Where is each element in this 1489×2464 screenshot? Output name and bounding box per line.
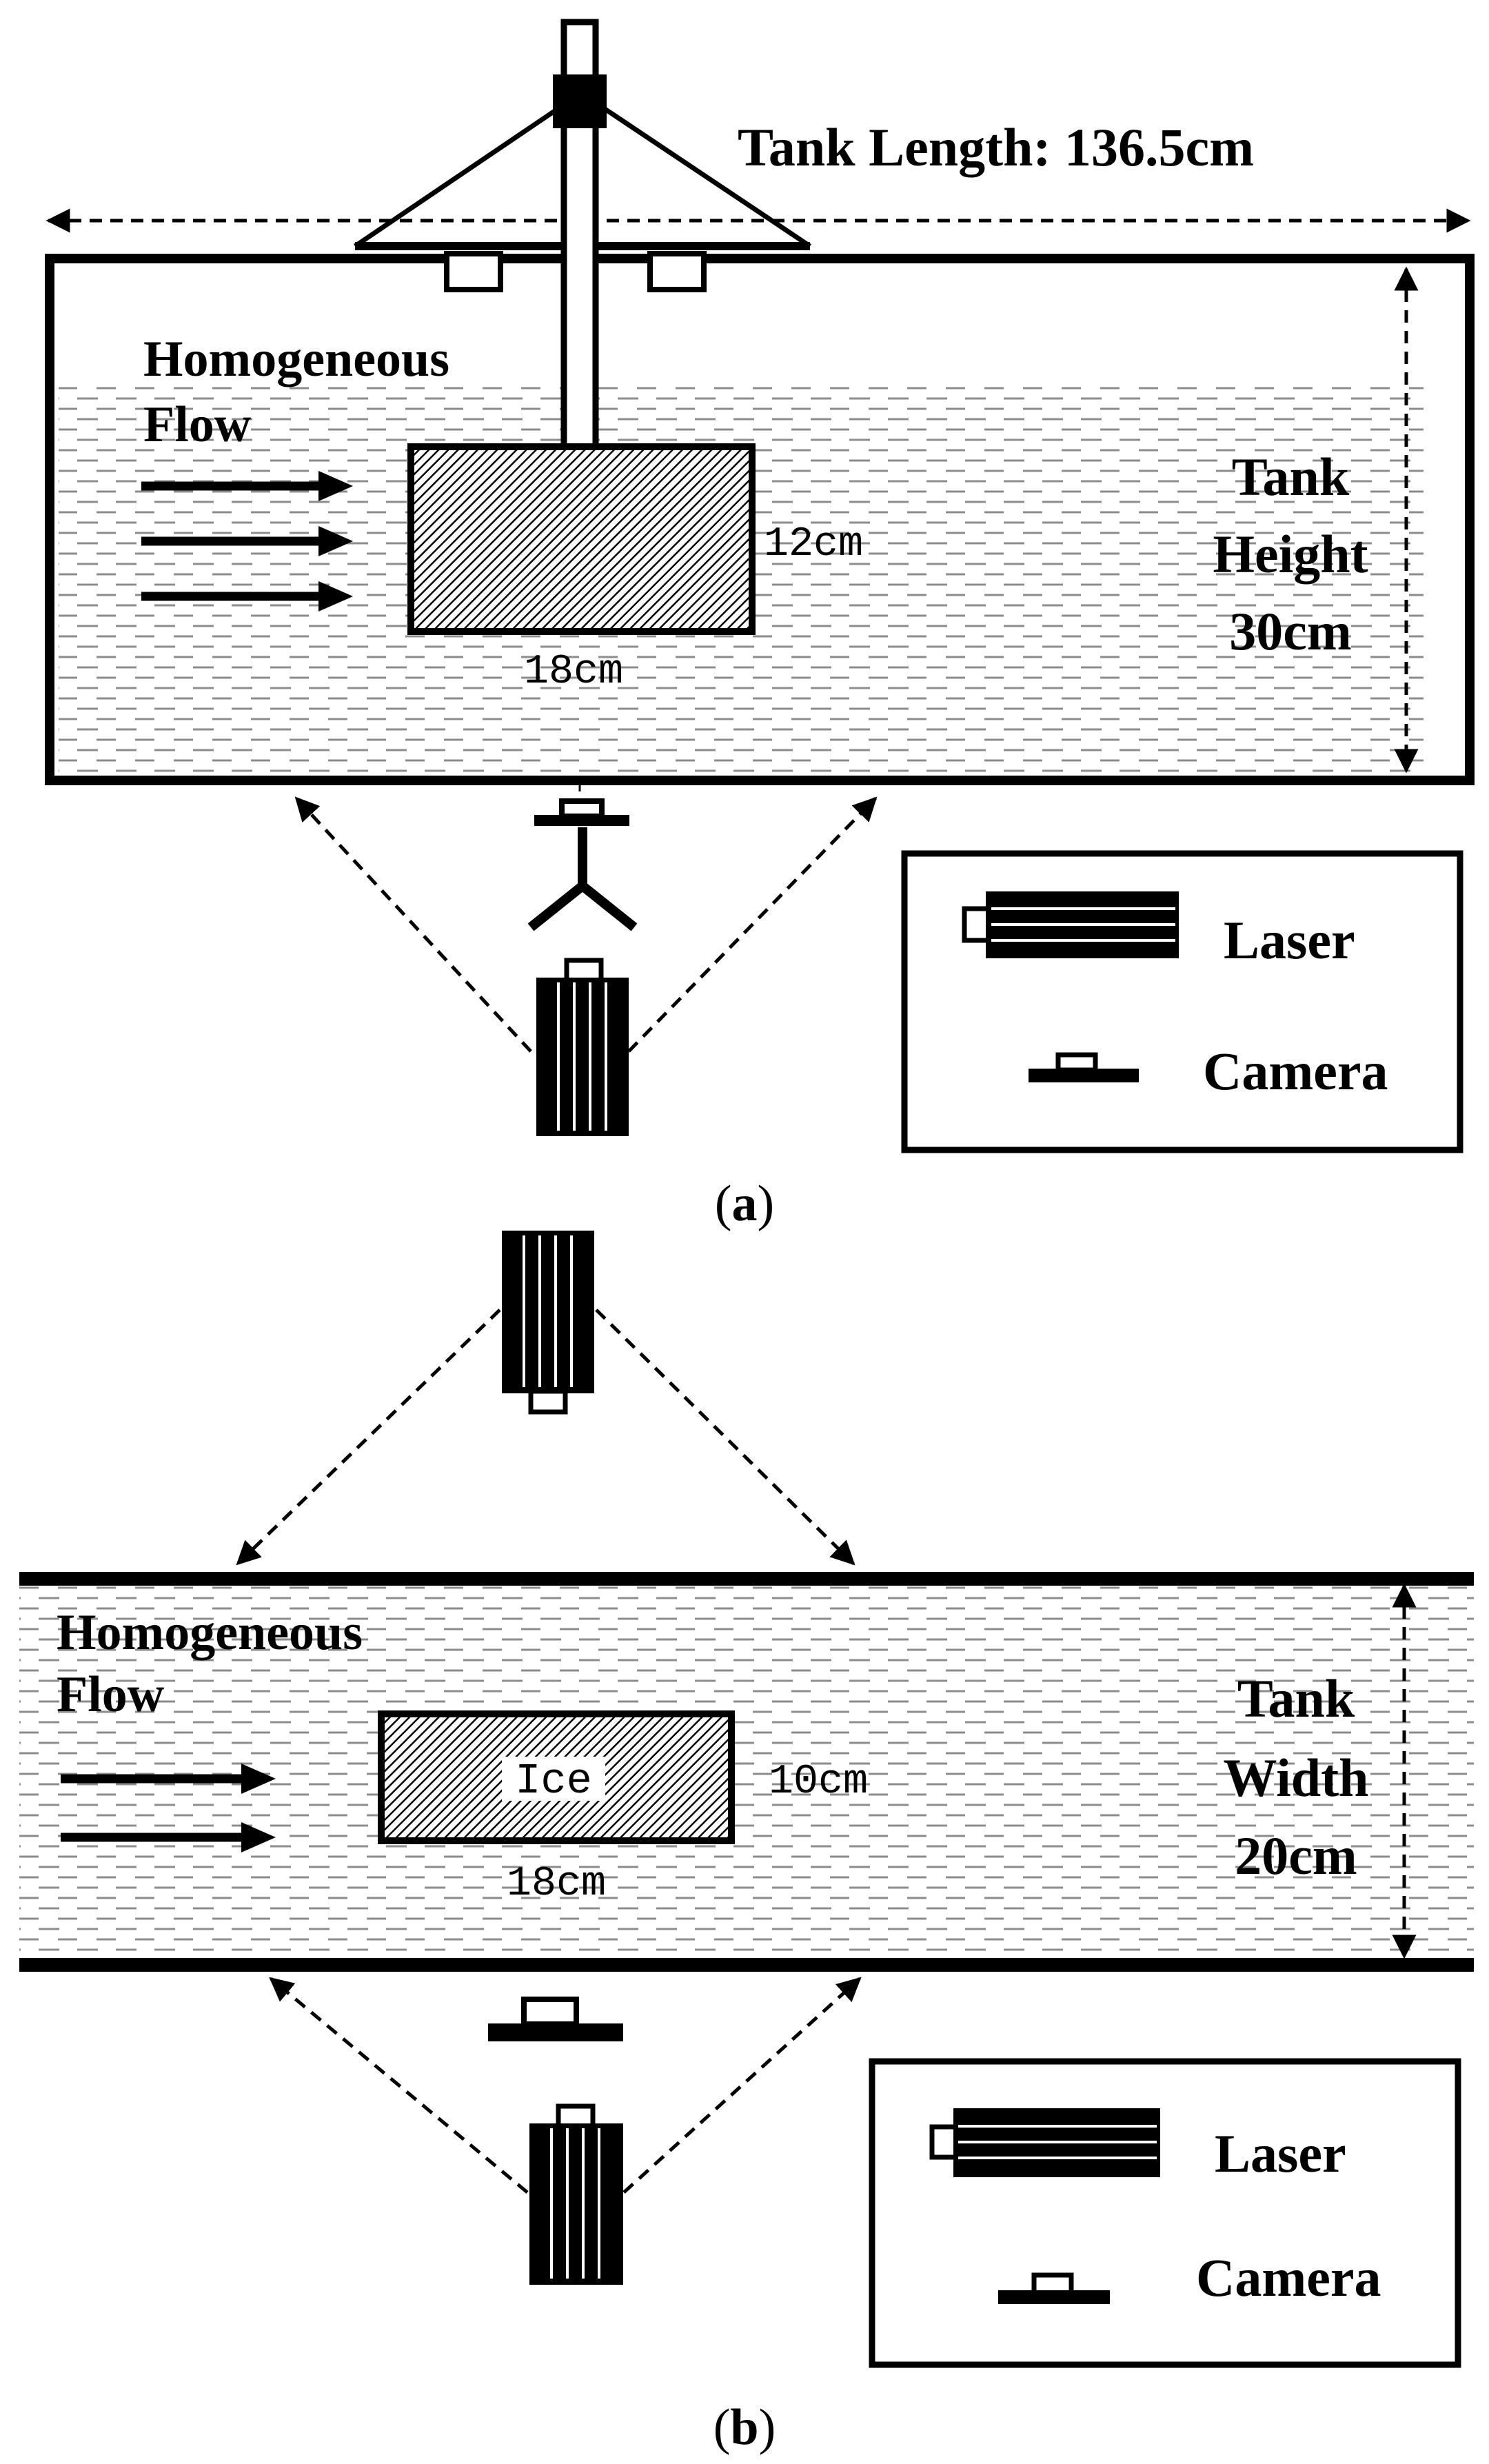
ice-height-label: 12cm xyxy=(764,521,863,568)
tank-length-label: Tank Length: 136.5cm xyxy=(738,117,1254,177)
ice-label-background xyxy=(502,1757,605,1801)
mirror-icon xyxy=(527,827,638,931)
laser-icon-top xyxy=(502,1231,594,1415)
water-region-b xyxy=(19,1586,1474,1958)
legend-laser-label-b: Laser xyxy=(1215,2123,1346,2183)
legend-laser-label: Laser xyxy=(1224,910,1355,970)
flow-arrows-b xyxy=(61,1764,276,1852)
ice-length-label-b: 18cm xyxy=(507,1861,606,1908)
flow-label-b-line2: Flow xyxy=(57,1666,165,1723)
laser-beam-bottom-left xyxy=(269,1977,529,2194)
tank-height-label-line2: Height xyxy=(1213,524,1368,584)
tank-width-label-line2: Width xyxy=(1224,1748,1369,1808)
laser-beam-left xyxy=(294,796,532,1053)
legend-laser-icon xyxy=(962,891,1179,958)
ice-label: Ice xyxy=(515,1757,592,1806)
ice-width-label: 10cm xyxy=(769,1759,868,1806)
legend-camera-label: Camera xyxy=(1203,1041,1388,1101)
legend-b: Laser Camera xyxy=(869,2058,1461,2368)
flow-label-b-line1: Homogeneous xyxy=(57,1604,363,1661)
tank-width-label-line1: Tank xyxy=(1237,1668,1355,1728)
laser-icon xyxy=(536,958,629,1136)
ice-length-label: 18cm xyxy=(524,649,623,696)
laser-beam-top-right xyxy=(595,1309,855,1566)
laser-beam-top-left xyxy=(236,1309,501,1566)
laser-beam-bottom-right xyxy=(622,1977,862,2194)
laser-beam-right xyxy=(627,796,878,1053)
flow-label-line1: Homogeneous xyxy=(143,331,449,387)
tank-height-label-line3: 30cm xyxy=(1229,601,1352,661)
legend-camera-icon-b xyxy=(998,2272,1110,2304)
tank-wall-top xyxy=(19,1572,1474,1586)
flow-arrows-a xyxy=(141,471,353,612)
legend-camera-label-b: Camera xyxy=(1196,2248,1381,2308)
flow-label-line2: Flow xyxy=(143,396,252,453)
legend-camera-icon xyxy=(1029,1052,1139,1082)
legend-laser-icon-b xyxy=(929,2108,1160,2177)
camera-icon-b xyxy=(488,1997,623,2041)
camera-icon xyxy=(534,798,629,826)
panel-a: Tank Length: 136.5cm 12cm 18cm Homogeneo… xyxy=(45,19,1475,1232)
tank-height-label-line1: Tank xyxy=(1232,447,1350,507)
ice-block-side xyxy=(407,443,756,635)
legend-a: Laser Camera xyxy=(901,850,1463,1153)
panel-b: Ice 10cm 18cm Homogeneous Flow Tank Widt… xyxy=(19,1231,1474,2456)
caption-a: (a) xyxy=(715,1175,774,1232)
tank-side-view xyxy=(45,254,1475,785)
laser-icon-bottom xyxy=(529,2103,623,2285)
tank-width-label-line3: 20cm xyxy=(1235,1826,1357,1886)
caption-b: (b) xyxy=(713,2399,776,2456)
tank-wall-bottom xyxy=(19,1958,1474,1972)
